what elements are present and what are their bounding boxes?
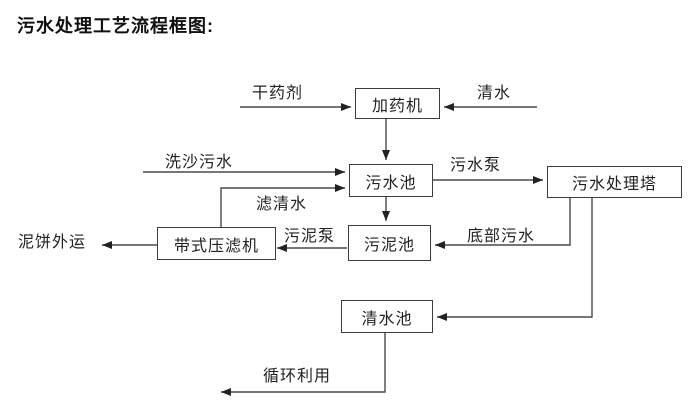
- edge-filtered-water-arrow: [220, 184, 345, 227]
- node-sewage-pool: 污水池: [349, 164, 433, 197]
- node-belt-filter-press-label: 带式压滤机: [173, 237, 259, 255]
- edge-label-sand-washing-sewage: 洗沙污水: [165, 154, 234, 171]
- node-dosing-machine: 加药机: [355, 88, 440, 119]
- edge-label-bottom-sewage: 底部污水: [467, 228, 536, 245]
- edge-label-mud-cake-outbound: 泥饼外运: [18, 234, 87, 251]
- edge-label-sludge-pump: 污泥泵: [284, 228, 336, 245]
- edge-label-recycling: 循环利用: [263, 368, 332, 385]
- node-sewage-treatment-tower-label: 污水处理塔: [571, 176, 657, 193]
- edge-tower-to-clean-pool-arrow: [437, 198, 593, 321]
- edge-recycling-arrow: [221, 333, 386, 396]
- edge-label-filtered-water: 滤清水: [256, 196, 308, 213]
- node-sewage-treatment-tower: 污水处理塔: [547, 166, 682, 198]
- node-clean-water-pool-label: 清水池: [361, 310, 413, 328]
- node-sewage-pool-label: 污水池: [365, 174, 417, 192]
- edge-label-dry-chemical: 干药剂: [252, 85, 304, 102]
- node-sludge-pool-label: 污泥池: [363, 237, 415, 254]
- edge-bottom-sewage-arrow: [435, 198, 571, 249]
- node-sludge-pool: 污泥池: [348, 225, 431, 261]
- page-title: 污水处理工艺流程框图:: [17, 16, 214, 36]
- edge-label-sewage-pump: 污水泵: [450, 157, 502, 174]
- node-belt-filter-press: 带式压滤机: [157, 227, 276, 260]
- node-clean-water-pool: 清水池: [341, 300, 433, 333]
- node-dosing-machine-label: 加药机: [371, 97, 423, 115]
- edge-label-clean-water: 清水: [477, 85, 512, 102]
